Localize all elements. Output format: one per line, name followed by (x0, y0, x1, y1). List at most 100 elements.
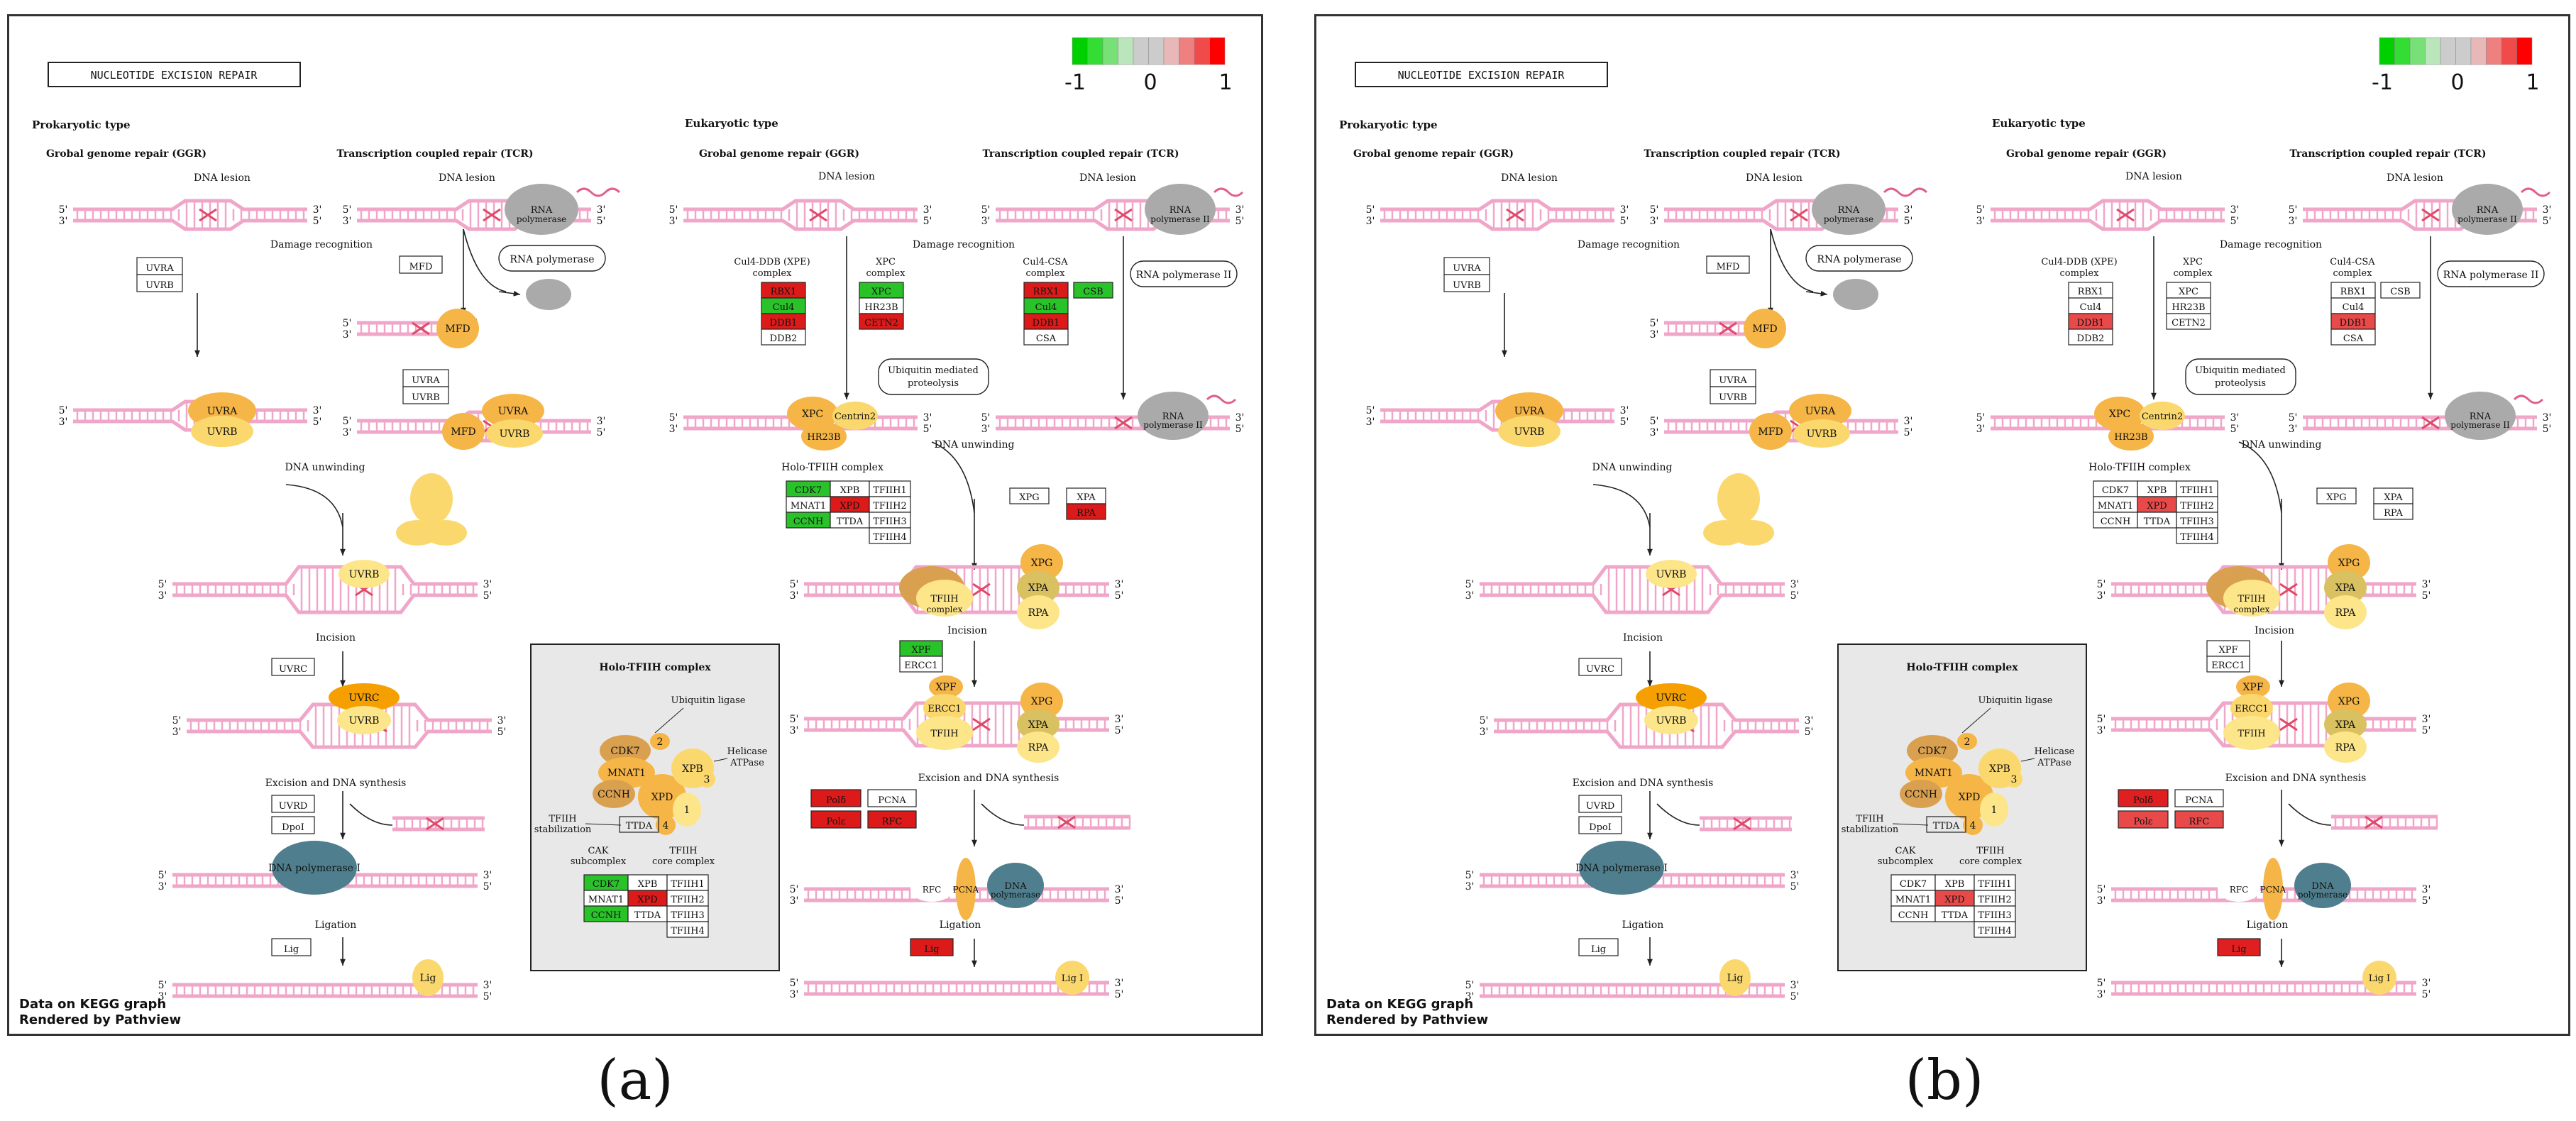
arrow-head (340, 680, 346, 687)
inset-gene-ccnh-label: CCNH (591, 910, 622, 921)
stab-label-2: stabilization (1842, 824, 1899, 835)
tcr-header: Transcription coupled repair (TCR) (1644, 148, 1841, 160)
gene-csa-label: CSA (1036, 333, 1057, 344)
pointer-line (654, 707, 684, 734)
caption-a: (a) (597, 1049, 673, 1112)
inset-ttda-box (619, 816, 659, 833)
dna-backbone (1480, 593, 1785, 614)
lesion-mark (483, 208, 501, 222)
hr23b-blob-label: HR23B (2114, 432, 2147, 443)
inset-xpb-label: XPB (1989, 763, 2010, 775)
legend-min: -1 (2372, 70, 2393, 95)
rna-pol-ii-blob-2 (1138, 392, 1209, 440)
strand-end-label: 5' (313, 216, 322, 227)
uvrb-box (1443, 274, 1490, 292)
lesion-mark (2365, 815, 2383, 829)
tcr-header: Transcription coupled repair (TCR) (337, 148, 534, 160)
lig1-blob-label: Lig I (2369, 973, 2390, 984)
strand-end-label: 5' (172, 715, 182, 727)
gene-xpf-label: XPF (2218, 645, 2238, 656)
uvrd-box (1578, 795, 1622, 813)
damage-recognition-label: Damage recognition (270, 239, 373, 250)
strand-end-label: 5' (343, 318, 352, 329)
gene-ddb2-label: DDB2 (2077, 333, 2105, 344)
strand-end-label: 5' (1480, 715, 1489, 727)
gene-rfc-box (2174, 810, 2224, 829)
gene-tfiih1-label: TFIIH1 (873, 485, 907, 496)
strand-end-label: 5' (313, 416, 322, 428)
dna-pol-i-label: DNA polymerase I (1575, 863, 1668, 874)
mfd-blob (436, 309, 479, 348)
rna-pol-ii-blob-label: RNA (1169, 205, 1191, 216)
released-rna-pol (1833, 279, 1878, 310)
dna-strand (1380, 199, 1614, 231)
strand-end-label: 3' (1366, 416, 1375, 428)
inset-mnat1-label: MNAT1 (607, 768, 646, 779)
inset-1 (673, 793, 701, 827)
legend-swatch (2409, 37, 2426, 65)
rpa-blob-2 (1017, 731, 1059, 763)
lesion-mark (809, 208, 827, 222)
dna-strand (1494, 702, 1799, 749)
legend-swatch (2486, 37, 2502, 65)
xpa-blob (1017, 570, 1059, 604)
dna-pol-i (1579, 841, 1664, 895)
inset-1 (1980, 793, 2008, 827)
legend-max: 1 (1218, 70, 1232, 95)
xpf-blob-label: XPF (935, 682, 956, 693)
inset-gene-mnat1-label: MNAT1 (1895, 895, 1931, 905)
ubiquitin-label-1: Ubiquitin mediated (2195, 365, 2286, 376)
dna-backbone (683, 199, 918, 211)
uvrd-box (271, 795, 315, 813)
release-curve (463, 228, 507, 292)
strand-end-label: 3' (483, 980, 492, 991)
rna-pol-ii-label-2: polymerase II (2457, 214, 2517, 224)
ligation-euk: Ligation (940, 920, 981, 931)
pcna-blob-label: PCNA (2260, 885, 2286, 895)
strand-end-label: 3' (1465, 991, 1475, 1003)
strand-end-label: 5' (158, 870, 167, 881)
inset-gene-cdk7-label: CDK7 (593, 879, 620, 890)
inset-gene-tfiih4-label: TFIIH4 (671, 926, 705, 937)
arrow-head (1647, 680, 1653, 687)
strand-end-label: 5' (923, 216, 932, 227)
gene-xpf-label: XPF (911, 645, 930, 656)
gene-pole-label: Polε (827, 817, 846, 827)
dna-pol-de-2: polymerase (2298, 890, 2347, 900)
cul4-csa-label: Cul4-CSA (1023, 257, 1068, 267)
gene-xpg-label: XPG (1019, 492, 1039, 503)
strand-end-label: 5' (2422, 725, 2431, 736)
arrow-head (340, 959, 346, 966)
pointer-line (1961, 707, 1991, 734)
rna-transcript-euk-2 (1206, 394, 1237, 404)
gene-rbx1-label: RBX1 (2078, 287, 2104, 297)
lig1-blob-label: Lig I (1062, 973, 1083, 984)
mfd-blob-2-label: MFD (451, 426, 475, 438)
uvra-blob-tcr (482, 394, 544, 428)
uvrb-bound-label: UVRB (349, 569, 380, 580)
strand-end-label: 3' (2230, 412, 2240, 424)
legend-swatch (1163, 37, 1179, 65)
gene-xpa-label: XPA (2384, 492, 2403, 503)
xpc-complex-label-2: complex (2174, 268, 2213, 279)
xpf-blob (929, 675, 963, 698)
inset-title: Holo-TFIIH complex (599, 662, 711, 673)
lesion-mark (2421, 416, 2440, 430)
released-uvra (1717, 473, 1760, 524)
gene-csb-box (2380, 282, 2421, 299)
uvrb-label: UVRB (1453, 280, 1481, 291)
gene-pcna-box (867, 789, 917, 807)
uvrb-tcr-box (1710, 386, 1756, 404)
gene-rfc-box (867, 810, 917, 829)
rna-pol-ii-blob (1145, 184, 1216, 235)
legend-swatch (2516, 37, 2533, 65)
atpase-label: ATPase (2037, 758, 2071, 768)
excision-curve (349, 803, 393, 826)
footer-line-1: Data on KEGG graph (1326, 997, 1473, 1012)
dna-lesion-label-euk-tcr: DNA lesion (2387, 172, 2443, 184)
dpoi-label: DpoI (1589, 822, 1612, 833)
excision-euk: Excision and DNA synthesis (918, 773, 1059, 784)
strand-end-label: 3' (2543, 204, 2552, 216)
arrow-head (2151, 392, 2157, 399)
